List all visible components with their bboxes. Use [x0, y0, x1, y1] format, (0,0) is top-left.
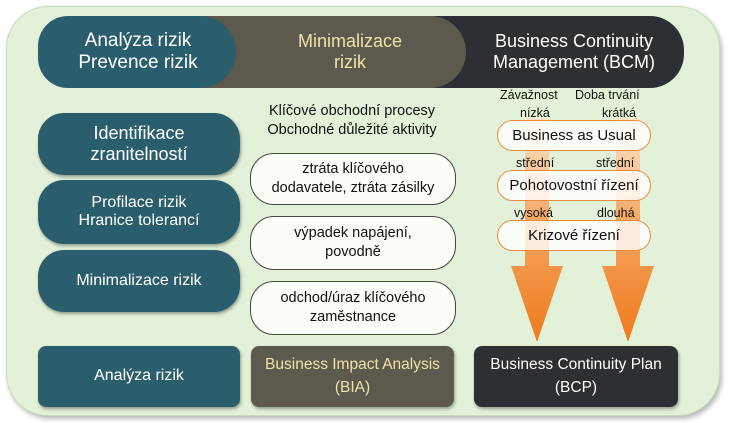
- header-bcm-shape: [400, 16, 684, 88]
- mode-business-as-usual: Business as Usual: [497, 120, 651, 151]
- mode-pohotovostni-rizeni: Pohotovostní řízení: [497, 170, 651, 201]
- left-item-line2: zranitelností: [90, 144, 188, 164]
- processes-heading-line2: Obchodné důležité aktivity: [267, 121, 437, 138]
- mode-label: Business as Usual: [512, 127, 636, 144]
- scenario-line1: odchod/úraz klíčového: [280, 290, 426, 307]
- duration-level-short: krátká: [602, 106, 637, 120]
- scenario-bubble-supplier: ztráta klíčového dodavatele, ztráta zási…: [250, 153, 456, 205]
- severity-level-high: vysoká: [514, 206, 553, 220]
- left-item-profilace: Profilace rizik Hranice tolerancí: [38, 180, 240, 244]
- left-item-line1: Profilace rizik: [91, 193, 187, 211]
- header-bcm-line2: Management (BCM): [492, 52, 656, 72]
- mode-label: Pohotovostní řízení: [509, 177, 639, 194]
- duration-level-medium: střední: [596, 156, 635, 170]
- header-bcm-label: Business Continuity Management (BCM): [470, 16, 678, 88]
- bottom-bia: Business Impact Analysis (BIA): [251, 346, 454, 407]
- left-item-line1: Identifikace: [93, 123, 185, 144]
- severity-level-medium: střední: [516, 156, 555, 170]
- bottom-bcp: Business Continuity Plan (BCP): [474, 346, 678, 407]
- header-minimalizace-line2: rizik: [334, 52, 366, 72]
- bottom-analyza-rizik: Analýza rizik: [38, 346, 240, 407]
- severity-axis-label: Závažnost: [500, 88, 558, 102]
- left-item-line2: Hranice tolerancí: [78, 212, 200, 229]
- scenario-line2: zaměstnance: [309, 309, 397, 325]
- bottom-analyza-line1: Analýza rizik: [94, 367, 184, 385]
- mode-label: Krizové řízení: [528, 227, 620, 244]
- header-analyza-line2: Prevence rizik: [78, 52, 198, 73]
- duration-axis-label: Doba trvání: [575, 88, 640, 102]
- header-minimalizace-label: Minimalizace rizik: [270, 16, 430, 88]
- header-minimalizace-line1: Minimalizace: [297, 31, 403, 52]
- scenario-bubble-employee: odchod/úraz klíčového zaměstnance: [250, 281, 456, 335]
- scenario-line1: výpadek napájení,: [294, 225, 412, 242]
- mode-krizove-rizeni: Krizové řízení: [497, 220, 651, 251]
- header-minimalizace-shape: [200, 16, 466, 88]
- processes-heading: Klíčové obchodní procesy Obchodné důleži…: [246, 102, 458, 140]
- bottom-bia-line1: Business Impact Analysis: [265, 356, 440, 374]
- left-item-minimalizace: Minimalizace rizik: [38, 250, 240, 312]
- left-item-line1: Minimalizace rizik: [76, 271, 202, 289]
- bottom-bia-line2: (BIA): [334, 378, 371, 396]
- processes-heading-line1: Klíčové obchodní procesy: [268, 103, 436, 119]
- bottom-bcp-line1: Business Continuity Plan: [490, 356, 662, 374]
- left-item-identifikace: Identifikace zranitelností: [38, 113, 240, 175]
- severity-level-low: nízká: [520, 106, 550, 120]
- scenario-line2: povodně: [325, 244, 381, 260]
- duration-level-long: dlouhá: [597, 206, 635, 220]
- scenario-line2: dodavatele, ztráta zásilky: [271, 180, 435, 196]
- scenario-bubble-power: výpadek napájení, povodně: [250, 216, 456, 270]
- header-analyza-line1: Analýza rizik: [84, 30, 192, 52]
- header-analyza-shape: [38, 16, 236, 88]
- scenario-line1: ztráta klíčového: [302, 161, 404, 178]
- header-bcm-line1: Business Continuity: [494, 31, 654, 52]
- bottom-bcp-line2: (BCP): [554, 378, 598, 396]
- header-analyza-label: Analýza rizik Prevence rizik: [48, 16, 228, 88]
